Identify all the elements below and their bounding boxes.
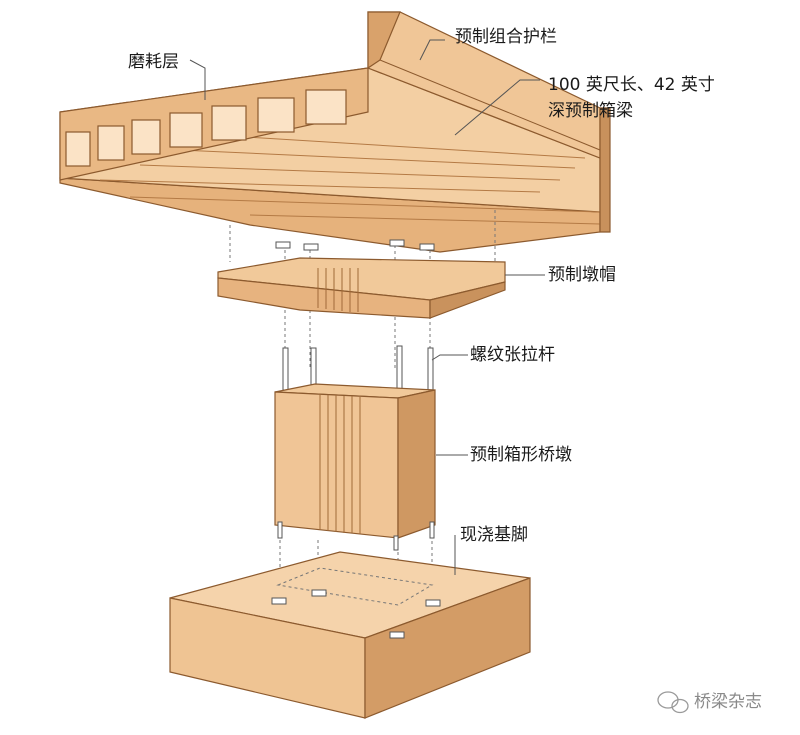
leader-lines bbox=[189, 39, 545, 575]
watermark: 桥梁杂志 bbox=[657, 691, 762, 714]
wechat-icon bbox=[657, 691, 689, 714]
label-threaded-rod: 螺纹张拉杆 bbox=[470, 345, 555, 365]
label-box-beam-line2: 深预制箱梁 bbox=[548, 101, 633, 121]
label-pier-cap: 预制墩帽 bbox=[548, 265, 616, 285]
label-wear-layer: 磨耗层 bbox=[128, 52, 179, 72]
label-footing: 现浇基脚 bbox=[460, 525, 528, 545]
pier-cap-side bbox=[429, 281, 506, 319]
box-pier-side bbox=[397, 389, 436, 539]
box-beam-cells bbox=[65, 89, 347, 167]
superstructure bbox=[59, 11, 611, 253]
label-precast-railing: 预制组合护栏 bbox=[455, 27, 557, 47]
box-pier bbox=[274, 383, 436, 551]
pier-cap-front bbox=[217, 277, 431, 319]
pier-cap bbox=[217, 257, 506, 319]
anchor-bolts bbox=[271, 589, 441, 639]
footing-side bbox=[364, 577, 531, 719]
footprint-outline bbox=[276, 567, 434, 606]
bearing-pads bbox=[275, 239, 435, 251]
box-pier-flutes bbox=[319, 394, 361, 534]
footing bbox=[169, 551, 531, 719]
pier-cap-flutes bbox=[317, 268, 359, 312]
deck-end-face bbox=[599, 107, 611, 233]
label-box-pier: 预制箱形桥墩 bbox=[470, 445, 572, 465]
deck-board-lines bbox=[99, 135, 601, 225]
labels: 磨耗层 预制组合护栏 100 英尺长、42 英寸 深预制箱梁 预制墩帽 螺纹张拉… bbox=[128, 27, 715, 545]
watermark-text: 桥梁杂志 bbox=[694, 692, 762, 712]
label-box-beam-line1: 100 英尺长、42 英寸 bbox=[548, 75, 715, 95]
threaded-rods bbox=[282, 345, 434, 393]
